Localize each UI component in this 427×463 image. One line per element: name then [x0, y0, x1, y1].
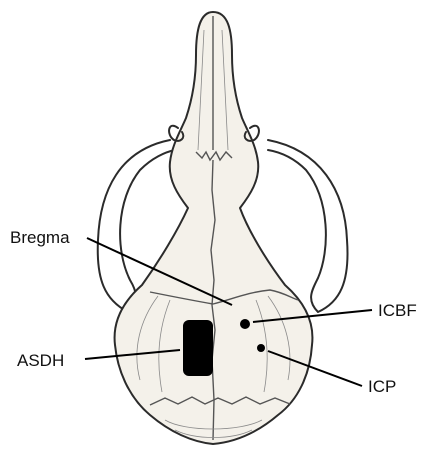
asdh-label: ASDH [17, 351, 64, 370]
skull-illustration [98, 12, 348, 444]
icbf-probe-marker [240, 319, 250, 329]
asdh-craniotomy-marker [183, 320, 213, 376]
bregma-label: Bregma [10, 228, 70, 247]
icbf-label: ICBF [378, 301, 417, 320]
icp-probe-marker [257, 344, 265, 352]
icp-label: ICP [368, 377, 396, 396]
